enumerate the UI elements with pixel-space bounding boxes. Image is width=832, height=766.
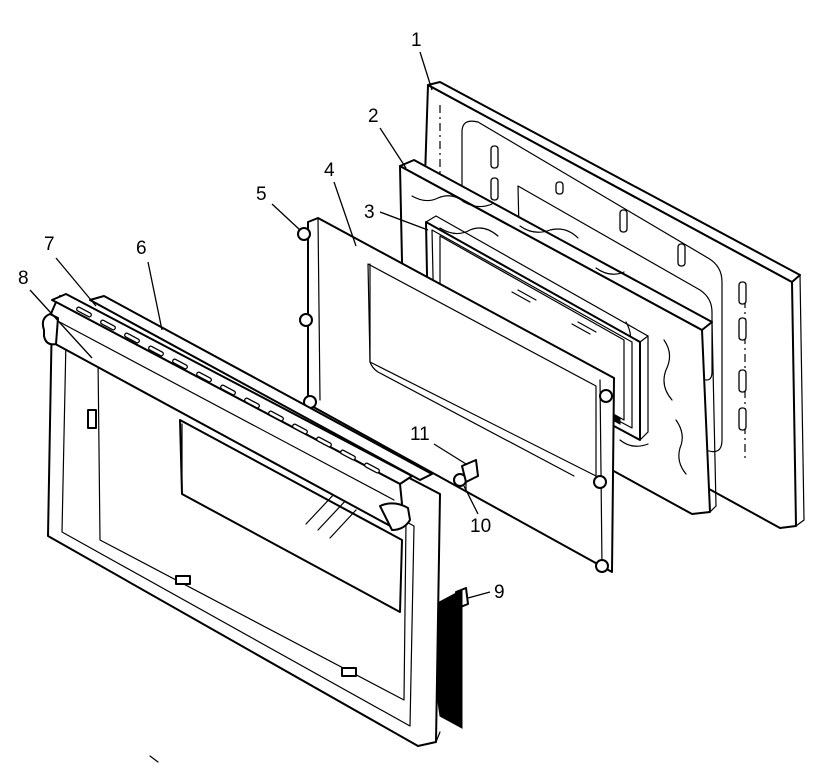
part-8-outer-door-panel <box>47 295 441 747</box>
callout-3: 3 <box>364 202 429 231</box>
callout-10-label: 10 <box>470 516 491 537</box>
callout-9: 9 <box>467 582 505 603</box>
callout-4: 4 <box>324 160 357 247</box>
vent-slots <box>76 306 380 474</box>
callout-1: 1 <box>411 30 433 91</box>
callout-3-label: 3 <box>364 202 375 223</box>
callout-6: 6 <box>136 238 163 331</box>
part-7-vent-trim <box>41 293 413 531</box>
callout-5: 5 <box>256 184 301 231</box>
callout-9-label: 9 <box>494 582 505 603</box>
callout-5-label: 5 <box>256 184 267 205</box>
callout-8: 8 <box>18 268 93 359</box>
callout-7-label: 7 <box>44 234 55 255</box>
callout-1-label: 1 <box>411 30 422 51</box>
callout-10: 10 <box>463 485 491 537</box>
callout-4-label: 4 <box>324 160 335 181</box>
callout-2: 2 <box>368 106 407 169</box>
callout-11: 11 <box>410 424 467 465</box>
callout-8-label: 8 <box>18 268 29 289</box>
callout-6-label: 6 <box>136 238 147 259</box>
callout-7: 7 <box>44 234 97 307</box>
callouts: 1 2 3 4 5 6 7 8 <box>18 30 505 603</box>
part-6-outer-glass <box>89 295 433 481</box>
callout-11-label: 11 <box>410 424 430 445</box>
part-4-glass-frame <box>297 217 615 573</box>
callout-2-label: 2 <box>368 106 379 127</box>
stray-mark <box>149 755 159 763</box>
part-5-screw <box>297 227 317 409</box>
